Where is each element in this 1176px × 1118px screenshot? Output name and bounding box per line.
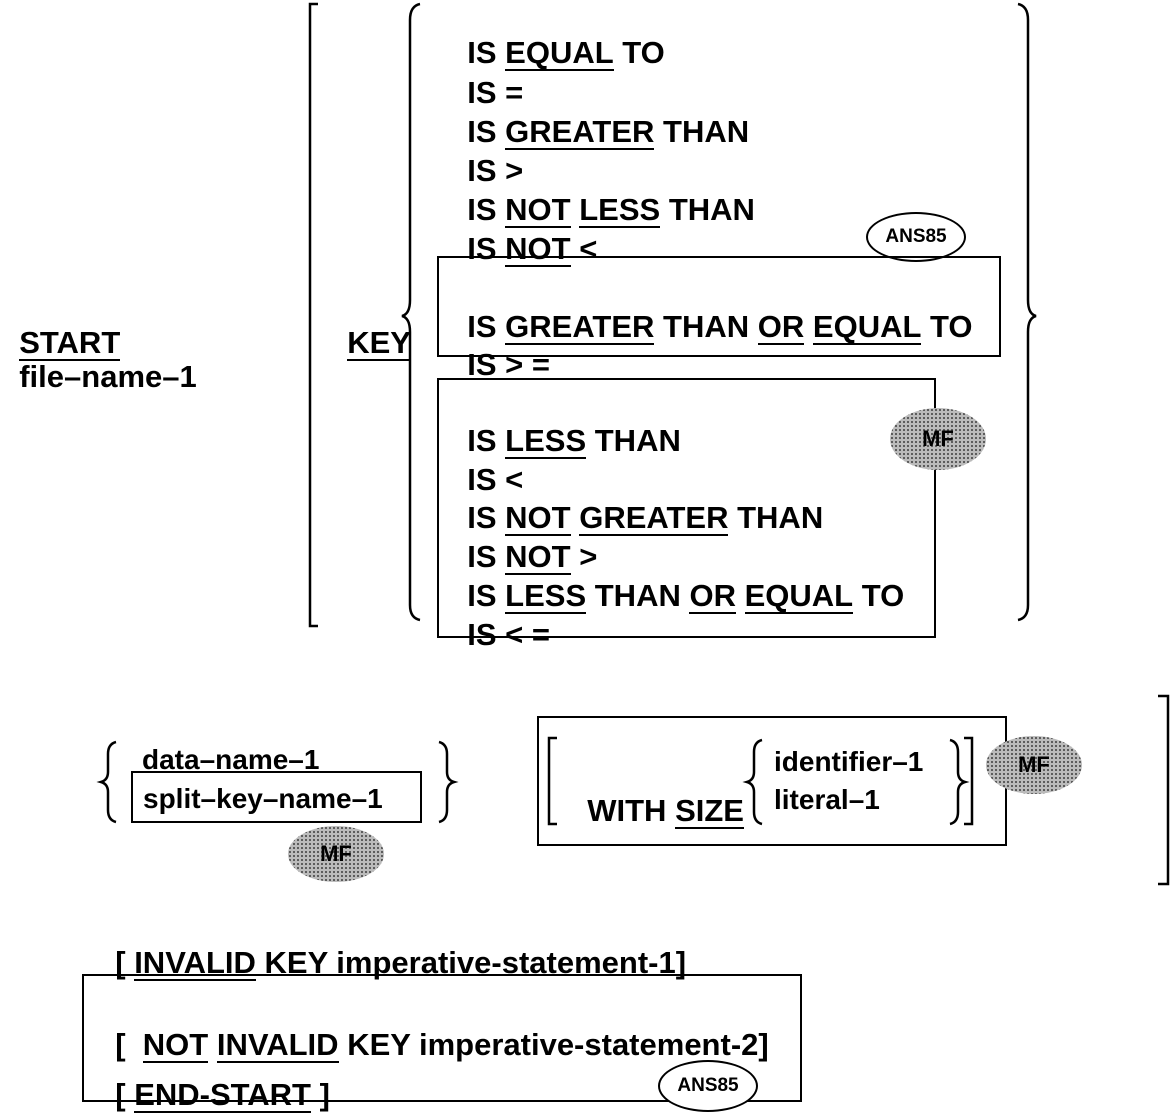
rel-not-lt-symbol: IS NOT <	[467, 231, 598, 267]
outer-right-bracket	[1017, 2, 1037, 622]
rel-not-gt-symbol: IS NOT >	[467, 539, 598, 575]
ans85-badge-top: ANS85	[866, 212, 966, 262]
not-invalid-key-clause: [ NOT INVALID KEY imperative-statement-2…	[115, 1027, 769, 1063]
split-key-box	[131, 771, 422, 823]
operand-right-brace	[438, 740, 459, 824]
key-keyword: KEY	[347, 325, 411, 361]
rel-ge-symbol: IS > =	[467, 347, 550, 382]
start-keyword-line: START file–name–1	[2, 296, 197, 392]
rel-greater-or-equal: IS GREATER THAN OR EQUAL TO	[467, 309, 973, 345]
rel-not-greater-than: IS NOT GREATER THAN	[467, 500, 824, 536]
with-size-line: WITH SIZE	[587, 793, 744, 829]
rel-less-or-equal: IS LESS THAN OR EQUAL TO	[467, 578, 905, 614]
start-keyword: START	[19, 325, 121, 361]
end-start-clause: [ END-START ]	[115, 1077, 330, 1113]
ans85-badge-bottom: ANS85	[658, 1060, 758, 1112]
operand-left-brace	[96, 740, 117, 824]
mf-badge-split-key: MF	[288, 826, 384, 882]
rel-lt-symbol: IS <	[467, 462, 524, 497]
key-keyword-line: KEY	[330, 296, 411, 361]
invalid-key-clause: [ INVALID KEY imperative-statement-1]	[115, 945, 687, 981]
rel-gt-symbol: IS >	[467, 153, 524, 188]
mf-badge-relations: MF	[890, 408, 986, 470]
file-name: file–name–1	[19, 359, 197, 394]
right-edge-bracket	[1158, 694, 1170, 886]
with-size-left-brace	[742, 738, 763, 826]
mf-badge-with-size: MF	[986, 736, 1082, 794]
rel-greater-than: IS GREATER THAN	[467, 114, 750, 150]
outer-left-bracket	[308, 2, 318, 628]
split-key-name-1: split–key–name–1	[143, 783, 383, 814]
data-name-1: data–name–1	[142, 744, 320, 775]
key-left-brace	[401, 2, 421, 622]
rel-not-less-than: IS NOT LESS THAN	[467, 192, 755, 228]
with-size-right-bracket	[964, 736, 974, 826]
literal-1: literal–1	[774, 784, 880, 815]
with-size-right-brace	[949, 738, 970, 826]
identifier-1: identifier–1	[774, 746, 924, 777]
rel-equal-to: IS EQUAL TO	[467, 35, 665, 71]
rel-less-than: IS LESS THAN	[467, 423, 681, 459]
with-size-left-bracket	[547, 736, 557, 826]
ans85-bottom-box	[82, 974, 802, 1102]
mf-relation-box	[437, 378, 936, 638]
rel-eq-symbol: IS =	[467, 75, 524, 110]
rel-le-symbol: IS < =	[467, 617, 550, 652]
ans85-relation-box	[437, 256, 1001, 357]
